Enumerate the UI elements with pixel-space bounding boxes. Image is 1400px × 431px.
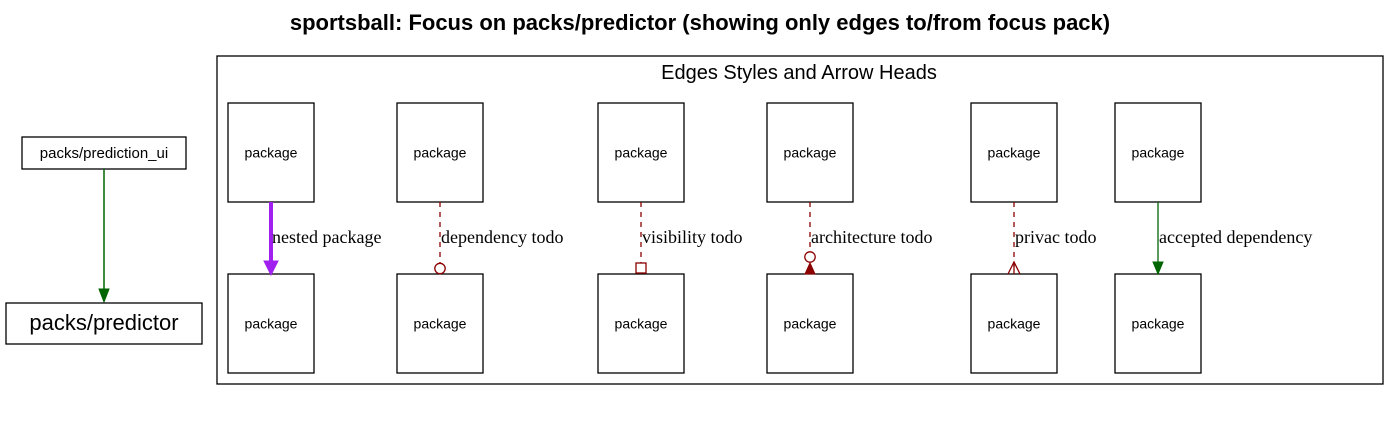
legend-edge-3 bbox=[635, 202, 647, 274]
diagram-title: sportsball: Focus on packs/predictor (sh… bbox=[290, 10, 1110, 35]
legend-title: Edges Styles and Arrow Heads bbox=[661, 62, 937, 84]
node-predictor-focus[interactable]: packs/predictor bbox=[5, 302, 203, 345]
edge-prediction-ui-to-predictor bbox=[98, 169, 110, 304]
legend-node-bottom-6[interactable]: package bbox=[1114, 273, 1202, 374]
legend-node-bottom-2[interactable]: package bbox=[396, 273, 484, 374]
legend-edge-4 bbox=[804, 202, 816, 275]
legend-node-top-1-label: package bbox=[245, 145, 298, 161]
legend-node-top-1[interactable]: package bbox=[227, 102, 315, 203]
legend-node-top-6[interactable]: package bbox=[1114, 102, 1202, 203]
legend-node-top-2-label: package bbox=[414, 145, 467, 161]
legend-node-top-6-label: package bbox=[1132, 145, 1185, 161]
legend-edge-label-4: architecture todo bbox=[811, 227, 932, 247]
legend-edge-5 bbox=[1007, 202, 1021, 275]
legend-node-bottom-4[interactable]: package bbox=[766, 273, 854, 374]
legend-node-bottom-5[interactable]: package bbox=[970, 273, 1058, 374]
legend-edge-label-2: dependency todo bbox=[441, 227, 563, 247]
legend-node-top-3[interactable]: package bbox=[597, 102, 685, 203]
legend-edge-1 bbox=[263, 202, 279, 277]
legend-node-bottom-3[interactable]: package bbox=[597, 273, 685, 374]
legend-node-top-4[interactable]: package bbox=[766, 102, 854, 203]
legend-edge-6 bbox=[1152, 202, 1164, 276]
legend-node-top-2[interactable]: package bbox=[396, 102, 484, 203]
node-prediction-ui[interactable]: packs/prediction_ui bbox=[21, 136, 187, 170]
legend-items: package package nested package package packa… bbox=[227, 102, 1312, 374]
legend-node-top-4-label: package bbox=[784, 145, 837, 161]
legend-node-top-3-label: package bbox=[615, 145, 668, 161]
legend-node-top-5[interactable]: package bbox=[970, 102, 1058, 203]
legend-node-bottom-3-label: package bbox=[615, 316, 668, 332]
legend-cluster: Edges Styles and Arrow Heads bbox=[216, 55, 1384, 385]
legend-node-top-5-label: package bbox=[988, 145, 1041, 161]
legend-edge-label-3: visibility todo bbox=[642, 227, 743, 247]
legend-node-bottom-5-label: package bbox=[988, 316, 1041, 332]
node-prediction-ui-label: packs/prediction_ui bbox=[40, 145, 168, 162]
legend-edge-2 bbox=[434, 202, 446, 275]
legend-node-bottom-4-label: package bbox=[784, 316, 837, 332]
node-predictor-label: packs/predictor bbox=[29, 310, 178, 335]
legend-edge-label-5: privac todo bbox=[1015, 227, 1096, 247]
legend-node-bottom-2-label: package bbox=[414, 316, 467, 332]
legend-node-bottom-6-label: package bbox=[1132, 316, 1185, 332]
legend-edge-label-6: accepted dependency bbox=[1159, 227, 1312, 247]
legend-edge-label-1: nested package bbox=[272, 227, 381, 247]
legend-node-bottom-1[interactable]: package bbox=[227, 273, 315, 374]
legend-node-bottom-1-label: package bbox=[245, 316, 298, 332]
